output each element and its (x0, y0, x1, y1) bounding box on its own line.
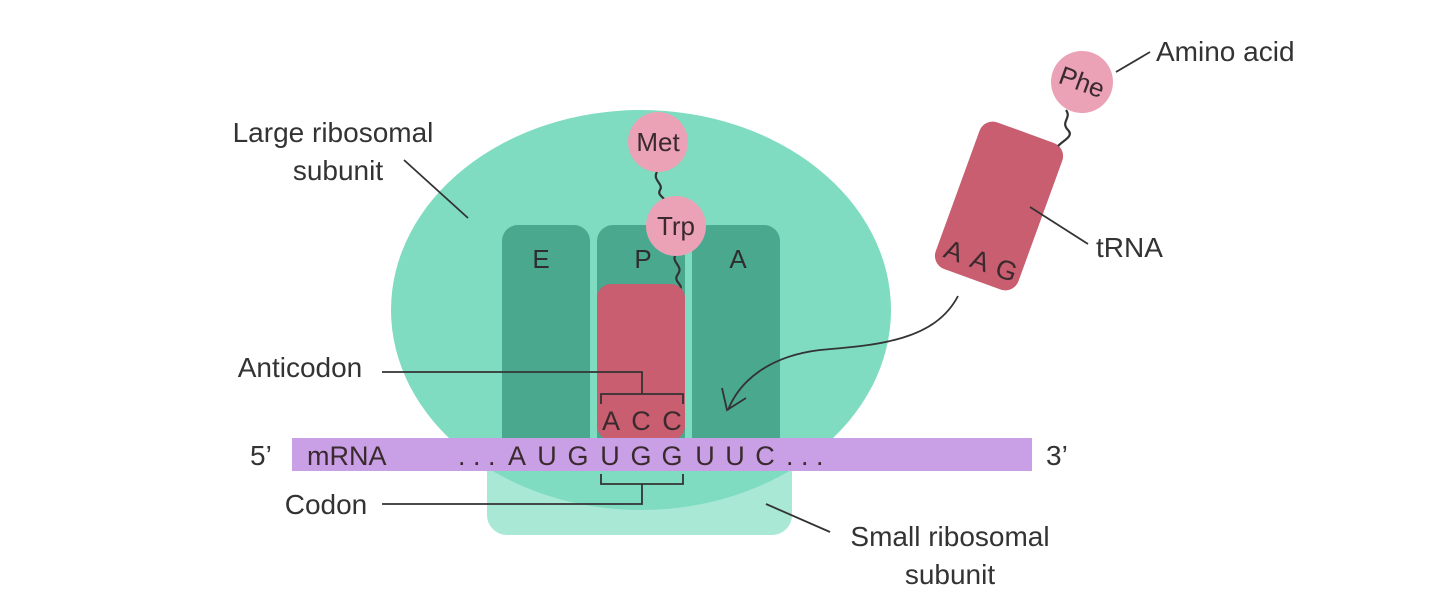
mrna-leading-dots: . . . (458, 441, 496, 471)
anticodon-base: C (662, 406, 682, 436)
arrow-head (721, 387, 747, 412)
small-subunit-label-line1: Small ribosomal (850, 521, 1049, 552)
trp-label: Trp (657, 211, 695, 241)
large-subunit-leader (403, 159, 469, 219)
trna-amino-link-p (673, 253, 682, 291)
mrna-base: G (661, 441, 682, 471)
mrna-base: G (567, 441, 588, 471)
anticodon-label: Anticodon (238, 352, 363, 383)
small-subunit-label-line2: subunit (905, 559, 996, 590)
e-site-label: E (532, 244, 549, 274)
a-site (692, 225, 780, 460)
mrna-label: mRNA (307, 441, 387, 471)
incoming-trna (934, 121, 1064, 291)
mrna-trailing-dots: . . . (786, 441, 824, 471)
three-prime-label: 3’ (1046, 440, 1068, 471)
mrna-base: C (755, 441, 775, 471)
small-subunit-leader (765, 503, 831, 533)
phe-amino-acid (1051, 51, 1113, 113)
large-subunit-label-line2: subunit (293, 155, 384, 186)
incoming-trna-arrow (727, 295, 959, 411)
mrna-strand (292, 438, 1032, 471)
codon-label: Codon (285, 489, 368, 520)
a-site-label: A (729, 244, 747, 274)
trna-amino-link-incoming (1057, 109, 1071, 147)
incoming-trna-group: A A G (934, 121, 1064, 291)
trp-amino-acid (646, 196, 706, 256)
amino-acid-label: Amino acid (1156, 36, 1295, 67)
amino-acid-leader (1115, 51, 1151, 73)
phe-group: Phe (1051, 51, 1113, 113)
anticodon-base: A (602, 406, 620, 436)
trna-leader (1029, 206, 1089, 245)
met-amino-acid (628, 112, 688, 172)
mrna-base: U (725, 441, 745, 471)
large-subunit-label-line1: Large ribosomal (233, 117, 434, 148)
mrna-base: A (508, 441, 526, 471)
p-site-label: P (634, 244, 651, 274)
trna-label: tRNA (1096, 232, 1163, 263)
five-prime-label: 5’ (250, 440, 272, 471)
anticodon-bracket (382, 371, 684, 404)
codon-bracket (382, 474, 684, 505)
e-site (502, 225, 590, 460)
anticodon-base: C (631, 406, 651, 436)
mrna-base: U (537, 441, 557, 471)
mrna-base: U (695, 441, 715, 471)
bound-trna (597, 284, 685, 440)
mrna-base: G (630, 441, 651, 471)
met-label: Met (636, 127, 680, 157)
mrna-base: U (600, 441, 620, 471)
